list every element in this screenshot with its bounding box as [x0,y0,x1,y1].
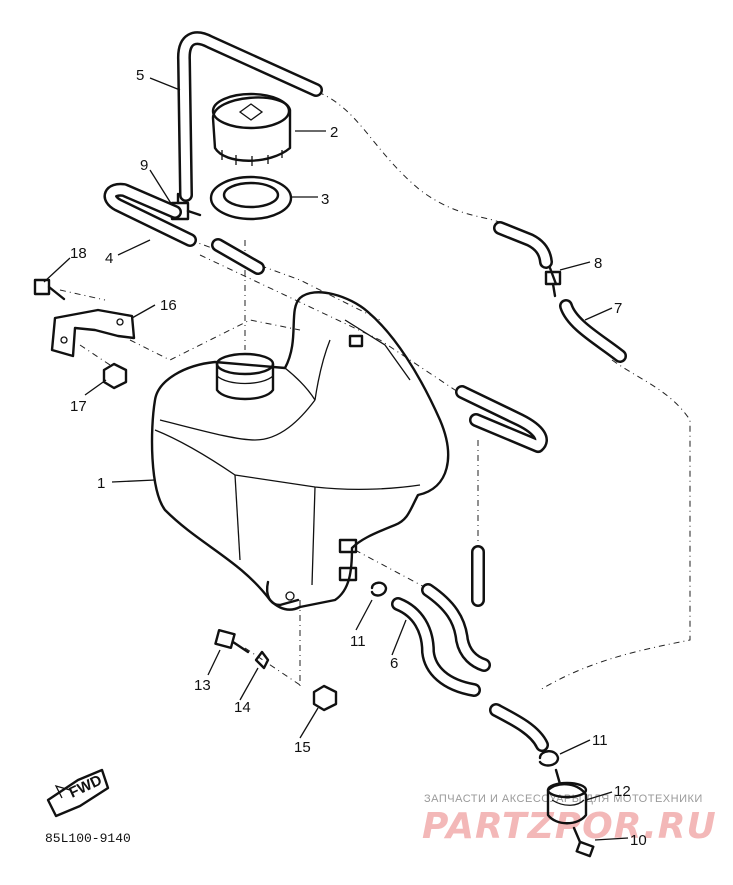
callout-4: 4 [105,250,113,267]
clip-10 [572,826,595,858]
hose-4 [103,182,197,247]
joint-8 [544,266,562,298]
hoses-6 [391,583,491,697]
washer-14 [254,650,270,670]
callout-8: 8 [594,255,602,272]
callout-5: 5 [136,67,144,84]
callout-14: 14 [234,699,251,716]
callout-11-lower: 11 [592,732,608,749]
hose-lower [489,703,549,752]
callout-18: 18 [70,245,87,262]
overflow-hose [455,385,548,453]
reservoir-tank-1 [150,291,450,611]
routing-lines [59,91,691,691]
callout-12: 12 [614,783,631,800]
filter-12 [546,768,588,825]
callout-16: 16 [160,297,177,314]
gasket-3 [209,175,293,221]
bolt-13 [214,628,250,654]
hose-7 [559,299,627,363]
clamp-11-lower [538,750,560,767]
fwd-arrow-icon: FWD [46,768,110,818]
leader-lines [43,77,629,841]
callout-13: 13 [194,677,211,694]
callout-3: 3 [321,191,329,208]
callout-7: 7 [614,300,622,317]
callout-1: 1 [97,475,105,492]
nut-15 [312,684,338,712]
clamp-11-upper [370,581,388,597]
callout-10: 10 [630,832,647,849]
watermark-logo: PARTZPOR.RU [422,806,717,847]
callout-9: 9 [140,157,148,174]
bolt-18 [33,278,66,301]
watermark-caption: ЗАПЧАСТИ И АКСЕССУАРЫ ДЛЯ МОТОТЕХНИКИ [424,793,703,805]
cap-2 [211,92,292,166]
breather-hose-5 [177,31,323,202]
callout-6: 6 [390,655,398,672]
callout-2: 2 [330,124,338,141]
bracket-16 [50,308,136,358]
callouts: 1 2 3 4 5 6 7 8 9 10 11 11 12 13 14 15 1… [70,67,647,849]
callout-15: 15 [294,739,311,756]
hose-segment [211,238,265,275]
hose-segment-upper-right [493,221,553,269]
drawing-code: 85L100-9140 [45,831,131,846]
nut-17 [102,362,128,390]
callout-11-upper: 11 [350,633,366,650]
callout-17: 17 [70,398,87,415]
